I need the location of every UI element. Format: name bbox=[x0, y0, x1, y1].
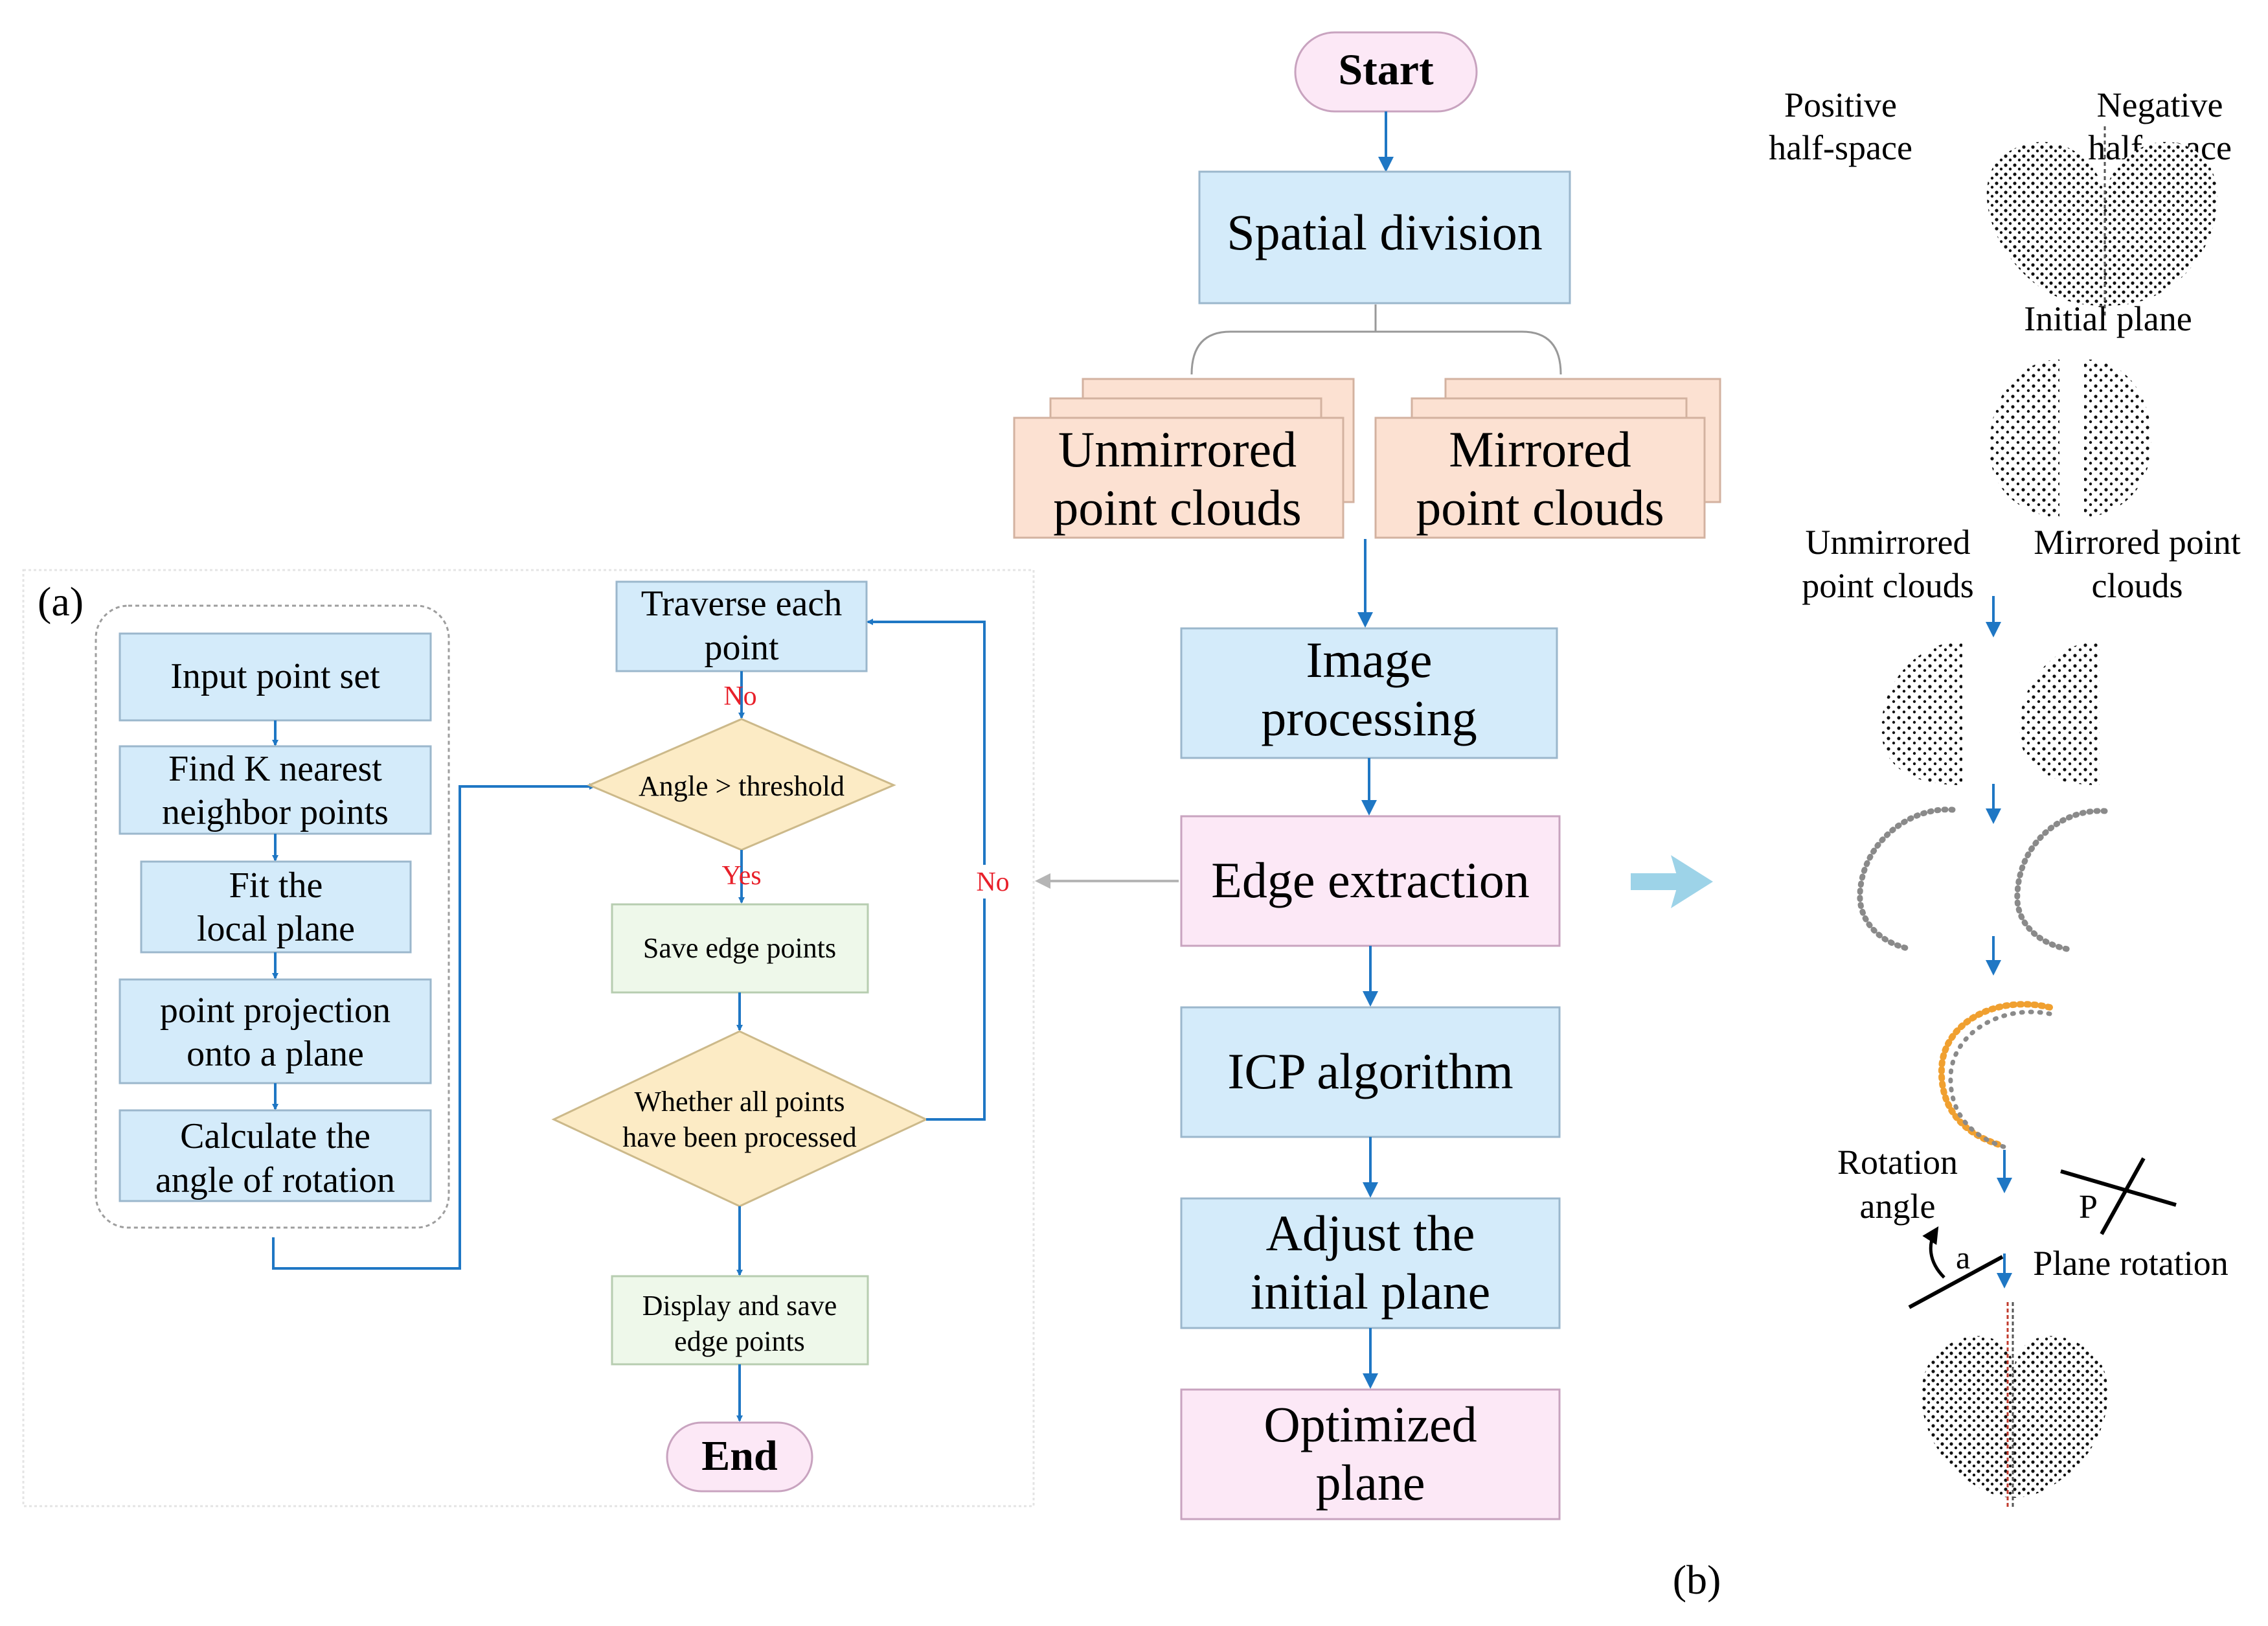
main-flow: Start Spatial division Unmirrored point … bbox=[1013, 31, 1721, 1520]
calc-angle-box bbox=[119, 1109, 432, 1202]
panel-a: (a) Input point set Find K nearest neigh… bbox=[22, 569, 1035, 1507]
mirrored-label-1: Mirrored bbox=[1449, 421, 1631, 477]
optimized-plane-box bbox=[1180, 1388, 1561, 1520]
p-label: P bbox=[2079, 1189, 2098, 1226]
end-label: End bbox=[701, 1432, 777, 1480]
positive-label-1: Positive bbox=[1784, 86, 1897, 124]
unmirrored-stack: Unmirrored point clouds bbox=[1013, 378, 1355, 539]
positive-label-2: half-space bbox=[1769, 128, 1912, 167]
b-unmirrored-label-2: point clouds bbox=[1802, 566, 1974, 605]
panel-a-frame bbox=[22, 569, 1035, 1507]
arrow-group-to-angle bbox=[272, 783, 596, 1270]
arrow-loop-no bbox=[867, 619, 986, 1121]
adjust-plane-label-2: initial plane bbox=[1251, 1263, 1490, 1320]
adjust-plane-box bbox=[1180, 1197, 1561, 1329]
projection-label-1: point projection bbox=[160, 990, 391, 1031]
rotation-angle-label-2: angle bbox=[1860, 1187, 1936, 1226]
full-point-cloud-top bbox=[1986, 126, 2218, 317]
fit-plane-label-1: Fit the bbox=[229, 865, 323, 906]
full-point-cloud-bottom bbox=[1921, 1302, 2108, 1509]
panel-b-label: (b) bbox=[1673, 1557, 1721, 1603]
display-save-label-1: Display and save bbox=[642, 1290, 837, 1322]
mirrored-label-2: point clouds bbox=[1416, 479, 1664, 536]
calc-angle-label-2: angle of rotation bbox=[155, 1160, 395, 1200]
yes-label: Yes bbox=[721, 861, 761, 891]
unmirrored-label-2: point clouds bbox=[1053, 479, 1302, 536]
traverse-label-2: point bbox=[704, 628, 779, 668]
spatial-division-label: Spatial division bbox=[1227, 204, 1543, 260]
no-label-loop: No bbox=[976, 867, 1009, 897]
mirrored-stack: Mirrored point clouds bbox=[1374, 378, 1721, 539]
initial-plane-label: Initial plane bbox=[2024, 299, 2192, 338]
icp-overlay-gray bbox=[1948, 1009, 2052, 1151]
division-brace bbox=[1190, 304, 1562, 375]
icp-label: ICP algorithm bbox=[1227, 1043, 1513, 1099]
spatial-division-box bbox=[1198, 170, 1571, 304]
find-k-label-2: neighbor points bbox=[162, 792, 389, 832]
edge-half-right bbox=[2014, 808, 2108, 952]
fit-plane-label-2: local plane bbox=[197, 909, 355, 949]
traverse-box bbox=[615, 580, 868, 672]
optimized-plane-label-1: Optimized bbox=[1264, 1396, 1477, 1452]
find-k-box bbox=[119, 745, 432, 835]
projection-box bbox=[119, 978, 432, 1084]
a-label: a bbox=[1956, 1239, 1970, 1276]
calc-angle-label-1: Calculate the bbox=[180, 1116, 370, 1156]
mirrored-half bbox=[2084, 359, 2151, 518]
panel-b: Positive half-space Negative half-space … bbox=[1673, 86, 2241, 1603]
unmirrored-half bbox=[1990, 360, 2059, 518]
adjust-plane-label-1: Adjust the bbox=[1266, 1205, 1475, 1261]
image-processing-label-1: Image bbox=[1306, 632, 1433, 688]
b-unmirrored-label-1: Unmirrored bbox=[1806, 523, 1971, 562]
display-save-label-2: edge points bbox=[674, 1325, 805, 1357]
all-processed-label-2: have been processed bbox=[622, 1121, 857, 1153]
traverse-label-1: Traverse each bbox=[641, 584, 842, 624]
input-point-set-box bbox=[119, 632, 432, 722]
angle-threshold-label: Angle > threshold bbox=[639, 770, 845, 802]
find-k-label-1: Find K nearest bbox=[168, 749, 382, 789]
all-processed-diamond bbox=[551, 1030, 929, 1208]
no-label-top: No bbox=[723, 681, 756, 711]
icp-box bbox=[1180, 1006, 1561, 1138]
start-label: Start bbox=[1338, 45, 1434, 94]
plane-p-symbol: P bbox=[2060, 1157, 2177, 1235]
all-processed-label-1: Whether all points bbox=[634, 1086, 845, 1117]
half-pair-right bbox=[2019, 641, 2100, 785]
rotation-arc-icon bbox=[1922, 1226, 1945, 1279]
no-label-loop-bg bbox=[968, 865, 1006, 899]
rotation-angle-label-1: Rotation bbox=[1837, 1143, 1958, 1182]
rotation-a-symbol: a bbox=[1908, 1226, 2004, 1309]
optimized-plane-label-2: plane bbox=[1316, 1454, 1425, 1511]
arrow-to-panel-b bbox=[1631, 855, 1713, 908]
edge-half-left bbox=[1857, 807, 1956, 952]
b-mirrored-label-1: Mirrored point bbox=[2034, 523, 2240, 562]
b-mirrored-label-2: clouds bbox=[2092, 566, 2183, 605]
local-plane-group bbox=[95, 604, 450, 1229]
half-pair-left bbox=[1881, 641, 1962, 785]
icp-overlay-orange bbox=[1938, 1001, 2053, 1149]
unmirrored-label-1: Unmirrored bbox=[1058, 421, 1297, 477]
save-edge-label: Save edge points bbox=[643, 932, 836, 964]
negative-label-1: Negative bbox=[2097, 86, 2223, 124]
edge-extraction-label: Edge extraction bbox=[1211, 852, 1530, 908]
projection-label-2: onto a plane bbox=[187, 1034, 364, 1074]
fit-plane-box bbox=[140, 860, 412, 954]
image-processing-box bbox=[1180, 627, 1558, 759]
image-processing-label-2: processing bbox=[1261, 690, 1477, 746]
panel-a-label: (a) bbox=[38, 578, 84, 624]
plane-rotation-label: Plane rotation bbox=[2033, 1244, 2228, 1283]
save-edge-box bbox=[611, 903, 869, 994]
input-point-set-label: Input point set bbox=[170, 656, 380, 696]
end-terminal bbox=[666, 1421, 813, 1493]
